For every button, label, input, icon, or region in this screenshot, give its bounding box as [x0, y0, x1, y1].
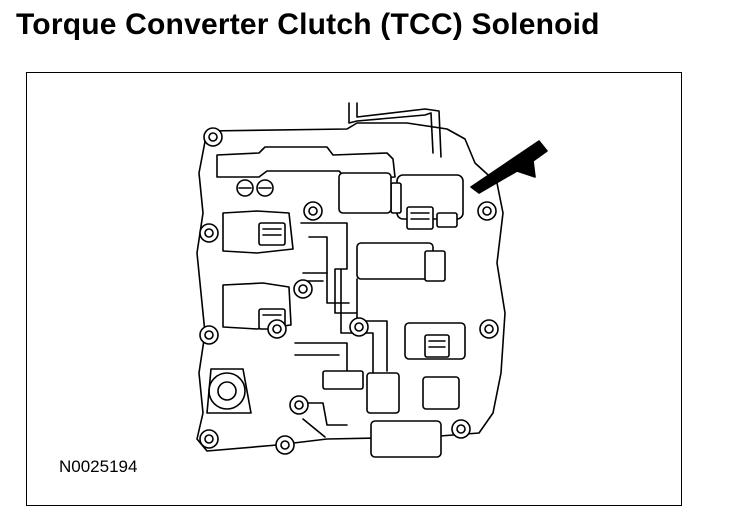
- page-title: Torque Converter Clutch (TCC) Solenoid: [16, 8, 600, 41]
- top-tube: [349, 103, 441, 157]
- valve-body-illustration: [27, 73, 683, 507]
- arrow-icon: [471, 141, 547, 193]
- figure-id: N0025194: [59, 457, 138, 476]
- illustration-frame: N0025194: [26, 72, 682, 506]
